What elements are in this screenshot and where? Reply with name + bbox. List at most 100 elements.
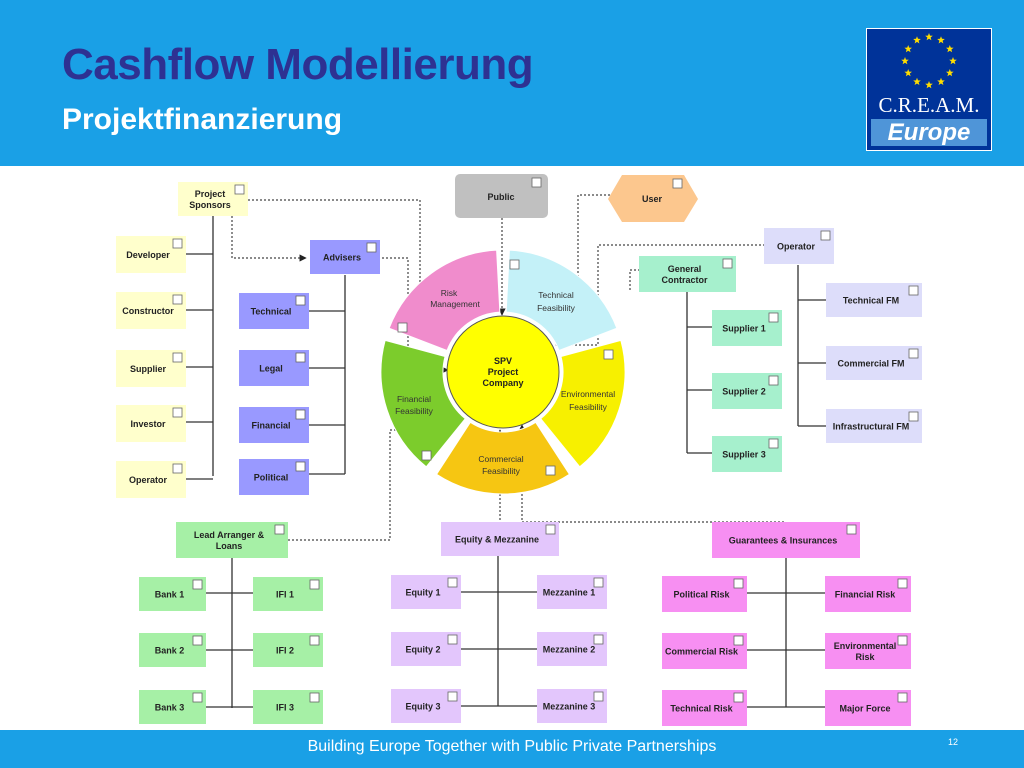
guarantee-major-force-box: Major Force	[825, 690, 911, 726]
adviser-technical-box-label: Technical	[251, 307, 292, 317]
advisers-box: Advisers	[310, 240, 380, 274]
guarantee-left-2-box: Commercial Risk	[662, 633, 747, 669]
eu-star-icon	[925, 81, 933, 89]
supplier-2-box: Supplier 2	[712, 373, 782, 409]
general-contractor-box-label: Contractor	[661, 275, 707, 285]
guarantees-insurances-box: Guarantees & Insurances	[712, 522, 860, 558]
eu-star-icon	[904, 45, 912, 53]
guarantee-financial-risk-box-label: Financial Risk	[835, 590, 897, 600]
segment-technical-feasibility	[505, 249, 618, 352]
segment-technical-line2: Feasibility	[537, 303, 576, 313]
segment-commercial-line1: Commercial	[478, 454, 523, 464]
operator-box-label: Operator	[777, 242, 816, 252]
mezzanine-3-box-label: Mezzanine 3	[543, 702, 596, 712]
operator-item-2-box: Commercial FM	[826, 346, 922, 380]
bank-1-box-label: Bank 1	[155, 590, 185, 600]
segment-financial-line1: Financial	[397, 394, 431, 404]
guarantee-left-2-box-label: Commercial Risk	[665, 647, 739, 657]
eu-star-icon	[925, 33, 933, 41]
eu-star-icon	[901, 57, 909, 65]
sponsor-supplier-box: Supplier	[116, 350, 186, 387]
logo-text-line1: C.R.E.A.M.	[878, 93, 980, 117]
footer-bar: Building Europe Together with Public Pri…	[0, 730, 1024, 768]
segment-risk-management	[388, 249, 501, 352]
page-number: 12	[948, 737, 959, 747]
eu-star-icon	[949, 57, 957, 65]
eu-star-icon	[937, 36, 945, 44]
wheel-checkboxes	[397, 259, 614, 476]
segment-environmental-feasibility	[540, 339, 626, 468]
guarantee-left-3-box: Technical Risk	[662, 690, 747, 726]
operator-item-3-box-label: Infrastructural FM	[833, 422, 910, 432]
project-sponsors-box-label: Project	[195, 189, 226, 199]
ifi-1-box-label: IFI 1	[276, 590, 294, 600]
equity-mezzanine-box: Equity & Mezzanine	[441, 522, 559, 556]
sponsor-constructor-box-label: Constructor	[122, 306, 174, 316]
segment-technical-line1: Technical	[538, 290, 574, 300]
segment-commercial-line2: Feasibility	[482, 466, 521, 476]
equity-3-box: Equity 3	[391, 689, 461, 723]
sponsor-supplier-box-label: Supplier	[130, 364, 167, 374]
guarantee-left-1-box: Political Risk	[662, 576, 747, 612]
sponsor-operator-box-label: Operator	[129, 475, 168, 485]
page-title: Cashflow Modellierung	[62, 40, 534, 89]
sponsor-developer-box-label: Developer	[126, 250, 170, 260]
eu-star-icon	[913, 77, 921, 85]
bank-2-box: Bank 2	[139, 633, 206, 667]
adviser-political-box: Political	[239, 459, 309, 495]
sponsor-constructor-box: Constructor	[116, 292, 186, 329]
eu-star-icon	[946, 69, 954, 77]
equity-2-box: Equity 2	[391, 632, 461, 666]
supplier-1-box-label: Supplier 1	[722, 324, 766, 334]
supplier-3-box-label: Supplier 3	[722, 450, 766, 460]
cashflow-diagram: SPV Project Company Risk Management Tech…	[116, 174, 922, 726]
lead-arranger-box: Lead Arranger &Loans	[176, 522, 288, 558]
ifi-2-box-label: IFI 2	[276, 646, 294, 656]
bank-3-box-label: Bank 3	[155, 703, 185, 713]
equity-1-box-label: Equity 1	[405, 588, 440, 598]
ifi-3-box: IFI 3	[253, 690, 323, 724]
tree-connectors	[180, 215, 826, 708]
project-sponsors-box-label: Sponsors	[189, 200, 231, 210]
segment-environmental-line1: Environmental	[561, 389, 615, 399]
public-box: Public	[455, 174, 548, 218]
adviser-technical-box: Technical	[239, 293, 309, 329]
cream-europe-logo: C.R.E.A.M. Europe	[866, 28, 992, 151]
spv-line3: Company	[482, 378, 523, 388]
mezzanine-1-box: Mezzanine 1	[537, 575, 607, 609]
spv-line2: Project	[488, 367, 519, 377]
adviser-political-box-label: Political	[254, 473, 289, 483]
sponsor-investor-box-label: Investor	[130, 419, 166, 429]
guarantee-financial-risk-box: Financial Risk	[825, 576, 911, 612]
public-label: Public	[487, 192, 514, 202]
segment-risk-line2: Management	[430, 299, 480, 309]
lead-arranger-box-label: Lead Arranger &	[194, 530, 265, 540]
equity-mezzanine-box-label: Equity & Mezzanine	[455, 535, 539, 545]
guarantee-major-force-box-label: Major Force	[839, 704, 890, 714]
spv-line1: SPV	[494, 356, 512, 366]
eu-star-icon	[946, 45, 954, 53]
segment-risk-line1: Risk	[441, 288, 458, 298]
segment-financial-line2: Feasibility	[395, 406, 434, 416]
equity-1-box: Equity 1	[391, 575, 461, 609]
operator-item-3-box: Infrastructural FM	[826, 409, 922, 443]
operator-item-1-box-label: Technical FM	[843, 296, 899, 306]
sponsor-operator-box: Operator	[116, 461, 186, 498]
logo-text-line2: Europe	[887, 119, 971, 146]
ifi-2-box: IFI 2	[253, 633, 323, 667]
eu-star-icon	[937, 77, 945, 85]
adviser-legal-box: Legal	[239, 350, 309, 386]
equity-2-box-label: Equity 2	[405, 645, 440, 655]
mezzanine-3-box: Mezzanine 3	[537, 689, 607, 723]
guarantee-left-3-box-label: Technical Risk	[670, 704, 733, 714]
supplier-3-box: Supplier 3	[712, 436, 782, 472]
bank-2-box-label: Bank 2	[155, 646, 185, 656]
general-contractor-box-label: General	[668, 264, 702, 274]
guarantees-insurances-box-label: Guarantees & Insurances	[729, 536, 838, 546]
guarantee-environmental-risk-box-label: Risk	[855, 652, 875, 662]
adviser-legal-box-label: Legal	[259, 364, 283, 374]
guarantee-left-1-box-label: Political Risk	[673, 590, 730, 600]
mezzanine-1-box-label: Mezzanine 1	[543, 588, 596, 598]
